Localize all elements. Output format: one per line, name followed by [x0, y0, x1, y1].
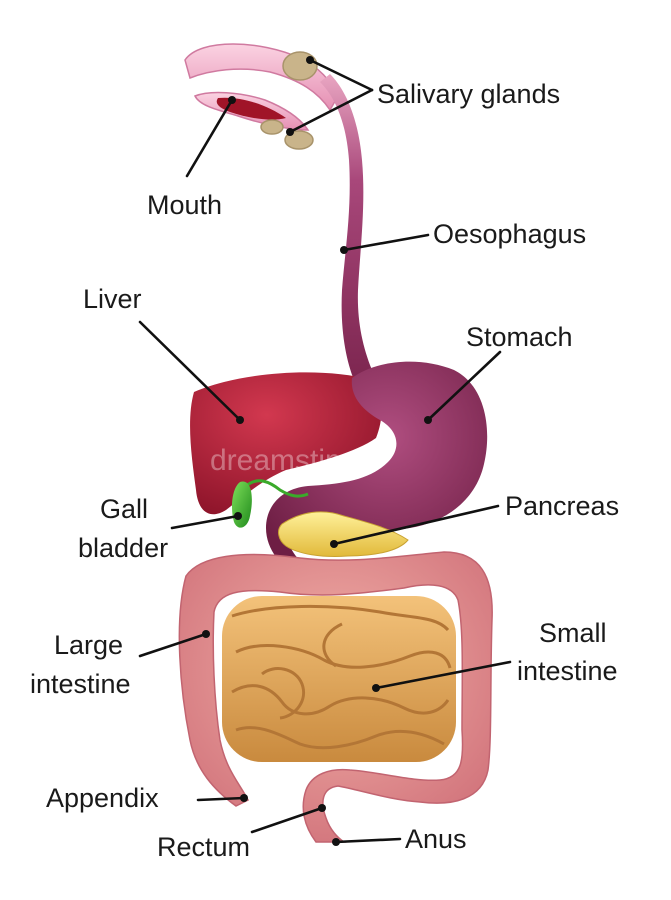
mouth-organ — [184, 43, 339, 131]
dot-appendix — [240, 794, 248, 802]
label-anus: Anus — [405, 824, 467, 854]
salivary-gland-upper — [282, 51, 318, 81]
label-stomach: Stomach — [466, 322, 573, 352]
label-gall-bladder-line2: bladder — [78, 533, 168, 563]
bile-duct — [245, 479, 309, 498]
label-small-intestine-line2: intestine — [517, 656, 618, 686]
leader-small-intestine — [374, 660, 512, 690]
oesophagus-organ — [320, 74, 372, 380]
label-large-intestine-line2: intestine — [30, 669, 131, 699]
label-large-intestine-line1: Large — [54, 630, 123, 660]
small-intestine-coil-4 — [235, 726, 445, 750]
dot-mouth — [228, 96, 236, 104]
small-intestine-coil-3 — [231, 684, 450, 716]
small-intestine-coil-1 — [231, 604, 450, 632]
label-mouth: Mouth — [147, 190, 222, 220]
salivary-gland-lower-a — [260, 119, 284, 135]
dot-large-intestine — [202, 630, 210, 638]
leader-lines — [138, 56, 512, 846]
label-appendix: Appendix — [46, 783, 159, 813]
small-intestine-coil-2 — [235, 644, 452, 669]
small-intestine-coil-6 — [322, 622, 343, 668]
dot-pancreas — [330, 540, 338, 548]
dot-oesophagus — [340, 246, 348, 254]
leader-stomach — [426, 350, 502, 422]
dot-salivary-a — [306, 56, 314, 64]
leader-salivary-b — [288, 88, 374, 134]
leader-oesophagus — [342, 233, 430, 252]
leader-large-intestine — [138, 632, 208, 658]
label-liver: Liver — [83, 284, 142, 314]
leader-pancreas — [332, 504, 500, 546]
dot-stomach — [424, 416, 432, 424]
label-salivary-glands: Salivary glands — [377, 79, 560, 109]
small-intestine-organ — [222, 596, 456, 762]
salivary-gland-lower-b — [284, 130, 314, 150]
label-oesophagus: Oesophagus — [433, 219, 586, 249]
leader-anus — [334, 837, 402, 844]
leader-appendix — [196, 796, 246, 802]
leader-rectum — [250, 806, 324, 834]
leader-salivary-a — [308, 58, 374, 92]
large-intestine-organ — [178, 551, 493, 843]
dot-anus — [332, 838, 340, 846]
pancreas-organ — [278, 511, 409, 557]
labels: Salivary glands Mouth Oesophagus Liver S… — [30, 79, 619, 862]
watermark: dreamstime — [210, 444, 367, 477]
label-gall-bladder-line1: Gall — [100, 494, 148, 524]
dot-rectum — [318, 804, 326, 812]
leader-gall-bladder — [170, 514, 240, 530]
dot-salivary-b — [286, 128, 294, 136]
dot-gall-bladder — [234, 512, 242, 520]
small-intestine-mass — [222, 596, 456, 762]
liver-organ — [190, 372, 382, 515]
label-rectum: Rectum — [157, 832, 250, 862]
dot-liver — [236, 416, 244, 424]
leader-mouth — [185, 98, 234, 178]
label-small-intestine-line1: Small — [539, 618, 607, 648]
dot-small-intestine — [372, 684, 380, 692]
label-pancreas: Pancreas — [505, 491, 619, 521]
small-intestine-coil-5 — [261, 667, 305, 720]
leader-liver — [138, 320, 242, 422]
